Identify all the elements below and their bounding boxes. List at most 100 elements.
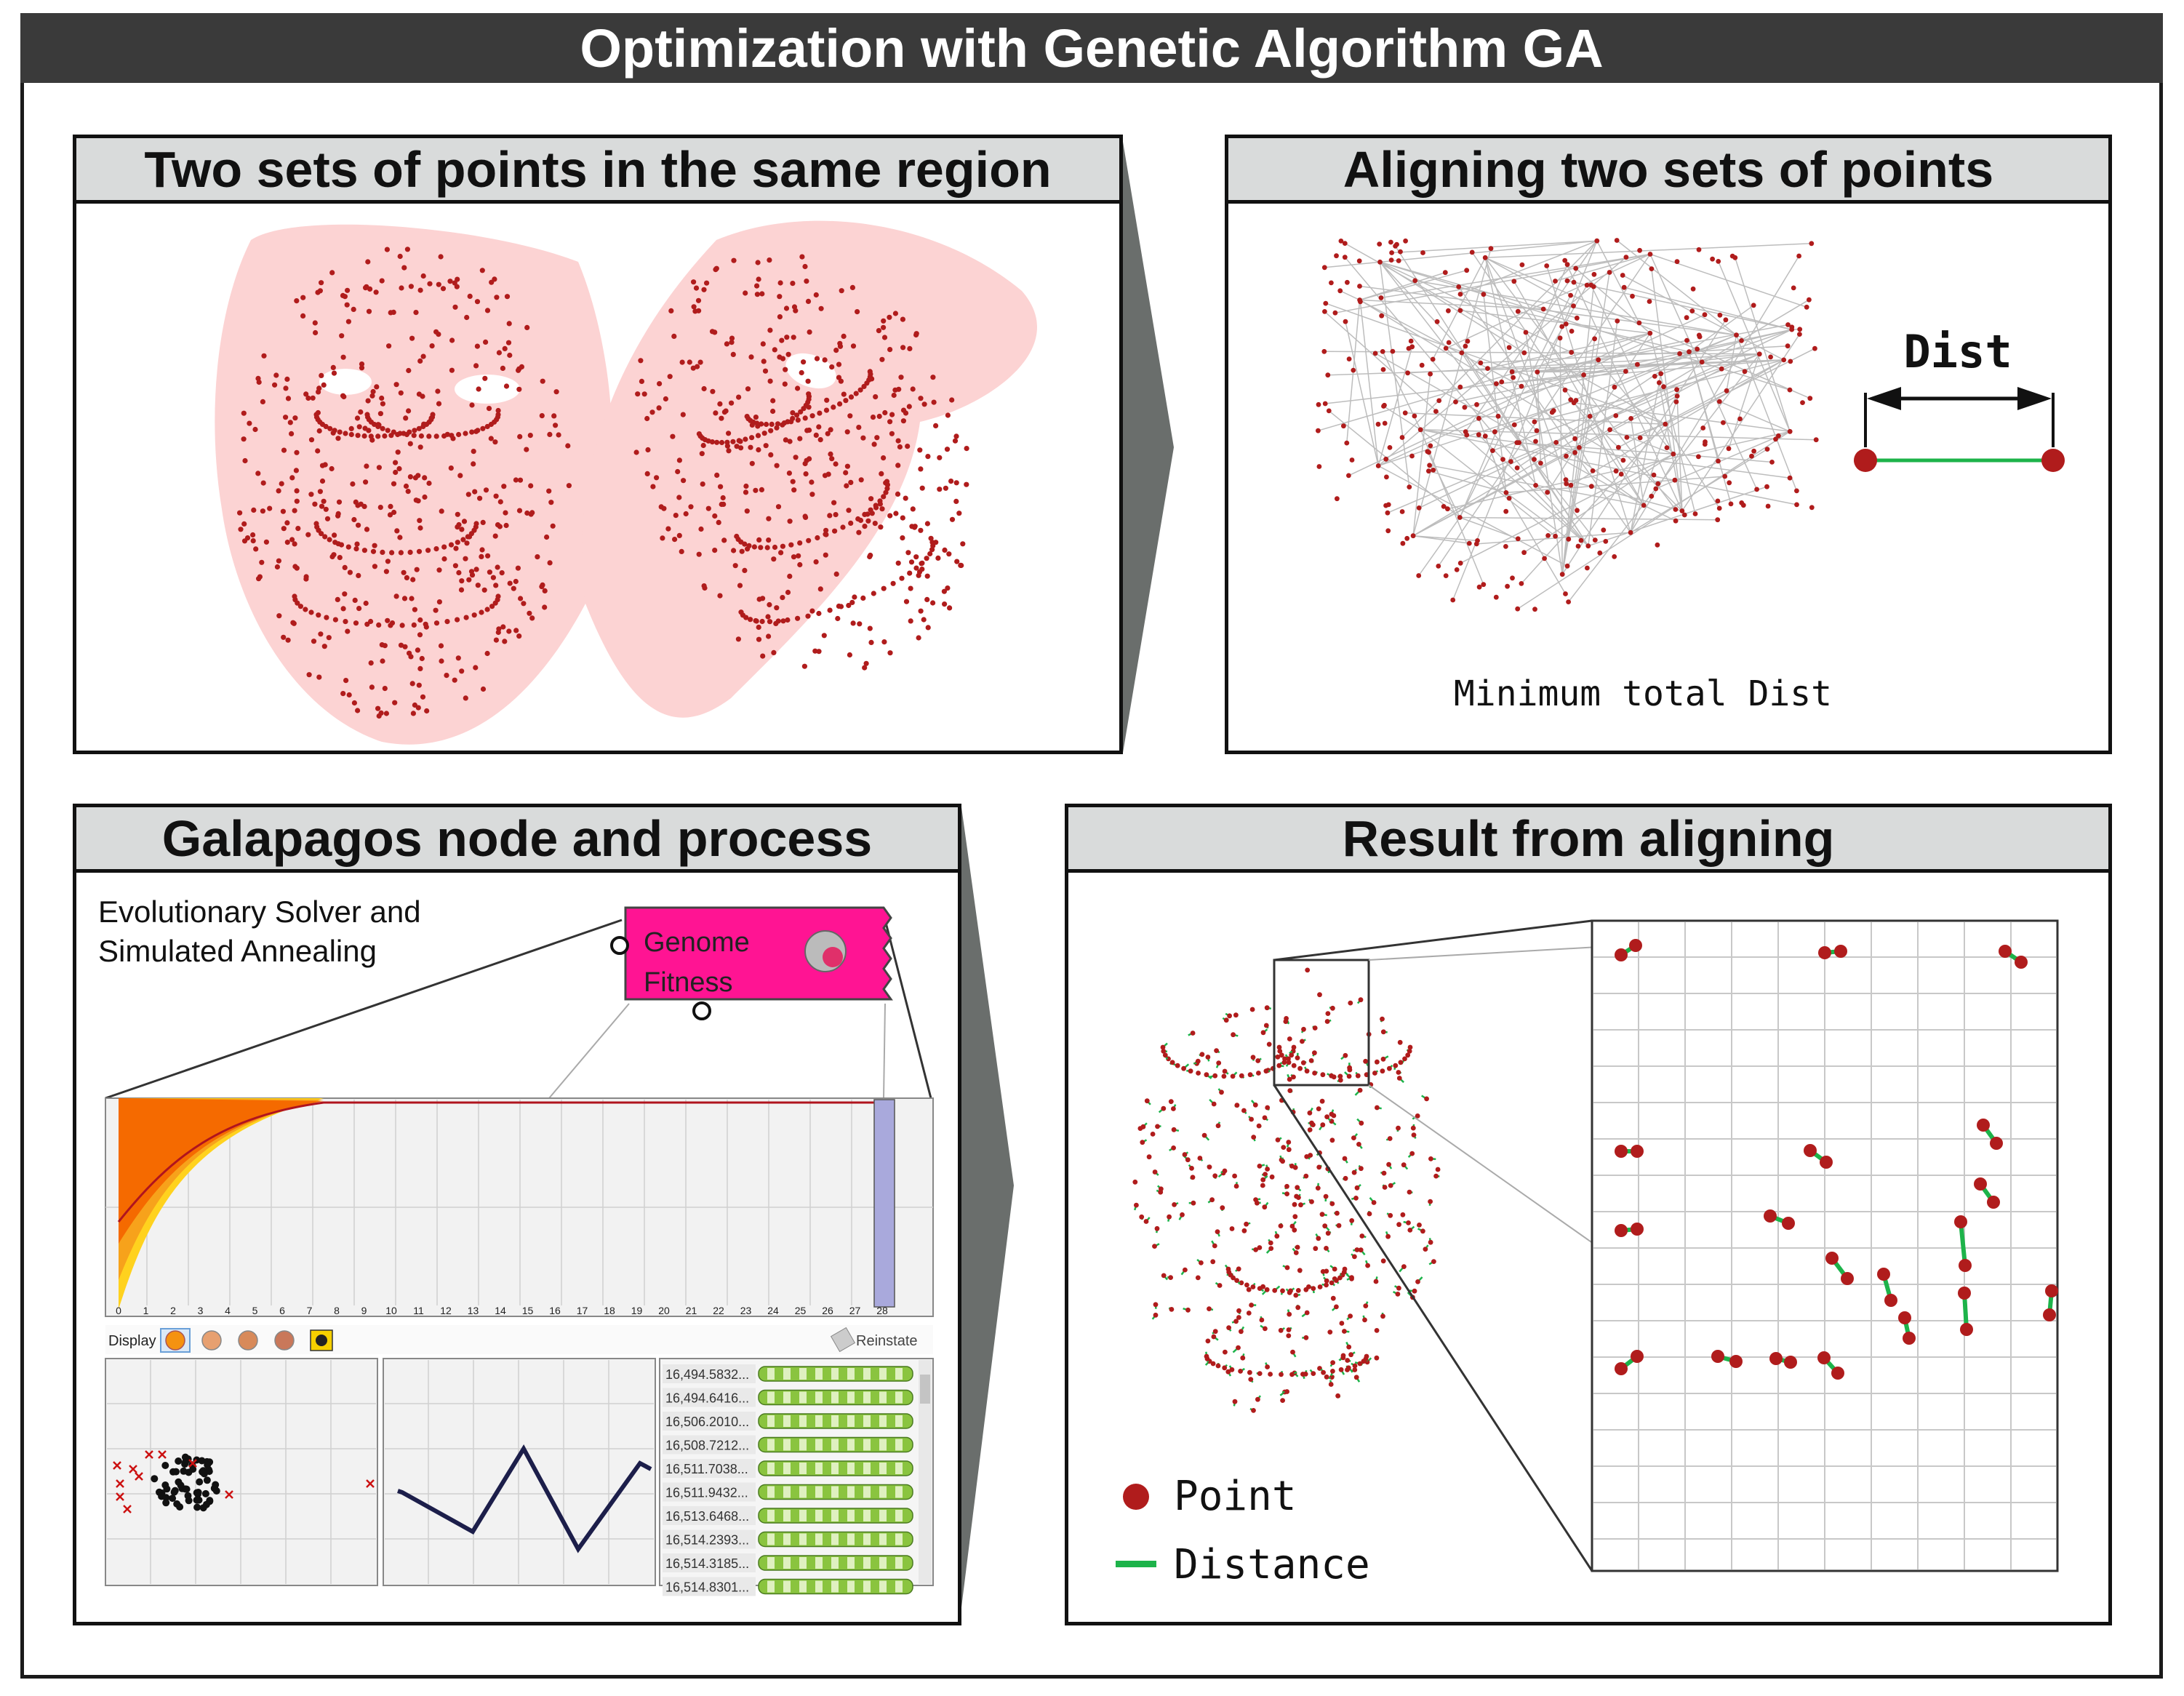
face-point — [701, 385, 707, 392]
face-point — [361, 548, 367, 553]
face-point — [362, 425, 368, 431]
aligned-point — [1466, 540, 1472, 546]
face-point — [695, 297, 702, 303]
aligned-point — [1355, 1073, 1361, 1079]
fitness-value[interactable]: 16,511.9432... — [665, 1486, 748, 1500]
face-point — [524, 447, 529, 452]
face-point — [500, 624, 506, 630]
alignment-line — [1537, 372, 1542, 463]
face-point — [927, 551, 933, 557]
face-point — [883, 489, 889, 495]
alignment-line — [1324, 311, 1589, 547]
face-point — [809, 413, 815, 419]
face-point — [743, 489, 749, 495]
face-point — [793, 308, 799, 313]
face-point — [335, 596, 340, 603]
aligned-point — [1347, 1067, 1353, 1073]
face-point — [484, 423, 490, 430]
face-point — [313, 329, 319, 336]
face-point — [436, 281, 441, 287]
face-point — [292, 415, 298, 421]
reinstate-button[interactable]: Reinstate — [830, 1327, 918, 1353]
aligned-point — [1283, 1019, 1289, 1024]
fitness-value[interactable]: 16,513.6468... — [665, 1509, 749, 1524]
face-point — [676, 457, 683, 463]
aligned-point — [1601, 527, 1607, 533]
face-point — [345, 628, 351, 634]
aligned-point — [1309, 1199, 1314, 1204]
face-point — [346, 692, 352, 698]
panel-aligning-points: Aligning two sets of points Dist Minimum… — [1225, 135, 2112, 754]
face-point — [391, 309, 396, 315]
fitness-value[interactable]: 16,514.8301... — [665, 1580, 749, 1595]
face-point — [502, 639, 508, 644]
fitness-value[interactable]: 16,494.6416... — [665, 1391, 749, 1406]
face-point — [358, 409, 364, 415]
face-point — [900, 345, 906, 351]
aligned-point — [1277, 1049, 1283, 1054]
genome-dot — [199, 1467, 207, 1475]
fitness-value[interactable]: 16,514.2393... — [665, 1533, 749, 1548]
aligned-point — [1716, 505, 1722, 511]
fitness-value[interactable]: 16,514.3185... — [665, 1556, 749, 1571]
galapagos-node[interactable]: Genome Fitness — [610, 906, 893, 1020]
face-point — [654, 475, 660, 481]
fitness-value[interactable]: 16,506.2010... — [665, 1415, 749, 1429]
alignment-line — [1681, 334, 1801, 511]
face-point — [476, 386, 481, 392]
face-point — [338, 542, 345, 548]
aligned-point — [1323, 300, 1329, 306]
aligned-point — [1405, 1052, 1411, 1058]
genome-dot — [201, 1489, 209, 1497]
face-point — [447, 279, 453, 284]
face-point — [439, 508, 444, 514]
face-point — [913, 565, 919, 571]
fitness-list-pane[interactable]: 16,494.5832... 16,494.6416... 16,506.2010.… — [659, 1358, 934, 1596]
fitness-value[interactable]: 16,511.7038... — [665, 1462, 748, 1476]
aligned-point — [1278, 1327, 1284, 1333]
face-point — [465, 492, 471, 497]
face-point — [409, 681, 415, 687]
display-mode-4-button[interactable] — [274, 1330, 295, 1351]
face-point — [340, 393, 346, 399]
face-point — [343, 678, 349, 684]
face-point — [375, 423, 381, 430]
fitness-value[interactable]: 16,508.7212... — [665, 1439, 749, 1453]
aligned-point — [1463, 429, 1468, 435]
aligned-point — [1416, 573, 1422, 578]
alignment-line — [1420, 429, 1556, 537]
face-point — [945, 412, 951, 418]
display-mode-2-button[interactable] — [201, 1330, 222, 1351]
face-point — [755, 433, 761, 439]
aligned-point — [1515, 606, 1521, 612]
aligned-point — [1692, 511, 1698, 516]
aligned-point — [1300, 1060, 1306, 1065]
aligned-point — [1791, 285, 1796, 291]
scrollbar[interactable] — [919, 1360, 932, 1584]
aligned-point — [1265, 1364, 1270, 1369]
fitness-value[interactable]: 16,494.5832... — [665, 1367, 749, 1382]
face-point — [420, 694, 426, 700]
aligned-point — [1511, 375, 1516, 380]
face-point — [384, 247, 390, 252]
alignment-line — [1420, 429, 1797, 505]
aligned-point — [1305, 967, 1311, 973]
alignment-line — [1689, 305, 1754, 353]
face-point — [767, 601, 772, 608]
aligned-point — [1292, 1201, 1297, 1207]
aligned-point — [1337, 1077, 1343, 1083]
aligned-point — [1260, 1030, 1266, 1036]
alignment-line — [1359, 269, 1467, 301]
aligned-point — [1240, 1355, 1246, 1361]
aligned-point — [1341, 423, 1346, 429]
aligned-point — [1222, 1168, 1228, 1174]
aligned-point — [1715, 517, 1721, 523]
point — [1818, 946, 1831, 959]
face-point — [730, 351, 736, 357]
display-mode-3-button[interactable] — [238, 1330, 258, 1351]
face-point — [844, 463, 850, 469]
face-point — [359, 361, 365, 367]
face-point — [746, 543, 752, 548]
aligned-point — [1375, 1105, 1380, 1111]
face-point — [556, 432, 561, 438]
